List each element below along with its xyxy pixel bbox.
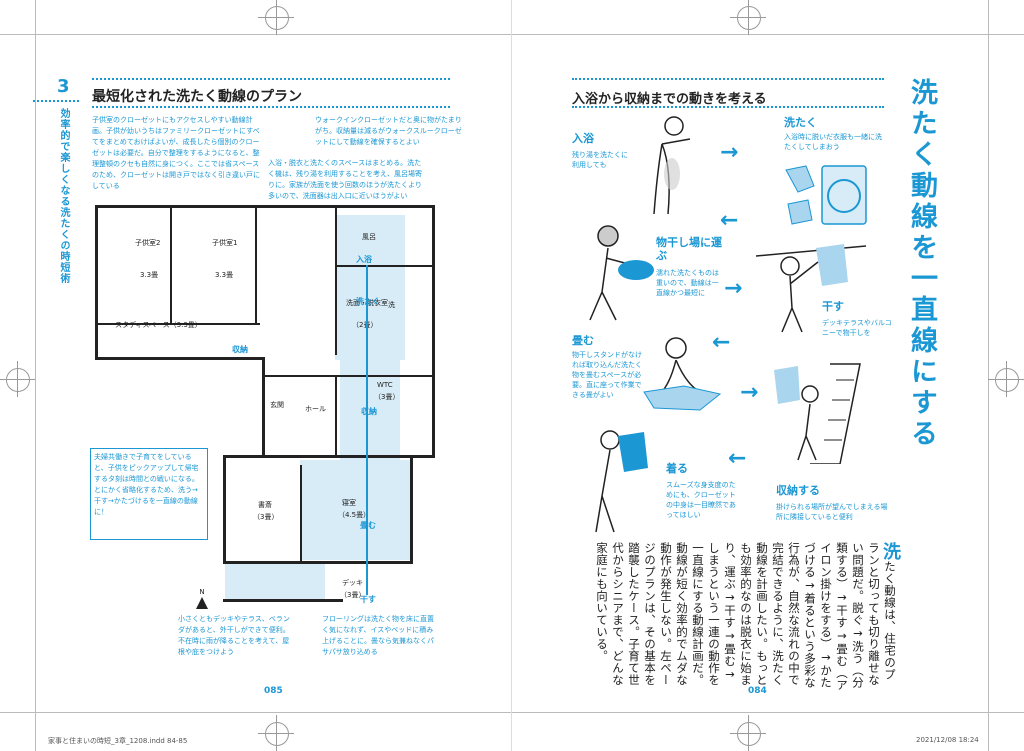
room-hall: ホール — [305, 405, 326, 413]
room-study-room-size: （3畳） — [253, 513, 279, 521]
section-title: 入浴から収納までの動きを考える — [572, 92, 767, 107]
arrow-left-icon: ← — [720, 208, 739, 233]
title-rule-bottom — [92, 106, 450, 108]
note-top-right: ウォークインクローゼットだと奥に物がたまりがち。収納量は減るがウォークスルークロ… — [315, 116, 462, 146]
crop-line-left — [35, 0, 36, 751]
crop-line-bottom — [0, 712, 1024, 713]
vertical-title: 洗たく動線を一直線にする — [906, 78, 937, 450]
step-title-shuno: 収納する — [776, 484, 820, 497]
storing-closet-illustration — [770, 360, 866, 465]
step-desc-kiru: スムーズな身支度のためにも、クローゼットの中身は一目瞭然であってほしい — [666, 481, 736, 519]
registration-mark — [258, 715, 294, 751]
flow-label-nyuyoku: 入浴 — [356, 255, 372, 264]
room-bath: 風呂 — [362, 233, 376, 241]
dressing-figure-illustration — [588, 426, 658, 536]
flow-label-tatamu: 畳む — [360, 521, 376, 530]
crop-line-top — [0, 34, 1024, 35]
step-title-nyuyoku: 入浴 — [572, 132, 594, 145]
flow-label-sentaku: 洗たく — [356, 297, 380, 306]
folding-clothes-illustration — [640, 334, 724, 414]
room-wtc-size: （3畳） — [374, 393, 400, 401]
body-text: たく動線は、住宅のプランと切っても切り離せない問題だ。脱ぐ→洗う（分類する）→干… — [595, 542, 897, 691]
room-deck: デッキ — [342, 579, 363, 587]
section-rule-bottom — [572, 106, 884, 108]
step-title-sentaku: 洗たく — [784, 116, 817, 129]
room-entrance: 玄関 — [270, 401, 284, 409]
note-bottom-right: フローリングは洗たく物を床に直置く気になれず、イスやベッドに積み上げることに。畳… — [322, 615, 434, 656]
body-drop-cap: 洗 — [880, 542, 901, 561]
carrying-basket-illustration — [576, 222, 656, 322]
registration-mark — [988, 361, 1024, 397]
north-mark: N — [196, 588, 208, 609]
washing-machine-illustration — [780, 160, 870, 230]
step-desc-shuno: 掛けられる場所が望んでしまえる場所に隣接していると便利 — [776, 503, 888, 521]
body-text-block: 洗たく動線は、住宅のプランと切っても切り離せない問題だ。脱ぐ→洗う（分類する）→… — [568, 542, 901, 692]
note-top-middle: 入浴・脱衣と洗たくのスペースはまとめる。洗たく機は、残り湯を利用することを考え、… — [268, 159, 422, 200]
step-desc-nyuyoku: 残り湯を洗たくに利用しても — [572, 151, 628, 169]
registration-mark — [0, 361, 35, 397]
arrow-left-icon: ← — [712, 330, 731, 355]
arrow-right-icon: → — [724, 276, 743, 301]
room-child1: 子供室1 — [212, 239, 238, 247]
section-rule-top — [572, 78, 884, 80]
footer-timestamp: 2021/12/08 18:24 — [916, 736, 979, 744]
chapter-side-title: 効率的で楽しくなる洗たくの時短術 — [58, 108, 69, 284]
step-title-kiru: 着る — [666, 462, 688, 475]
room-child1-size: 3.3畳 — [215, 271, 234, 279]
room-study-space: スタディスペース（3.3畳） — [115, 321, 202, 329]
registration-mark — [730, 715, 766, 751]
page-number-right: 084 — [748, 686, 767, 696]
hanging-laundry-illustration — [755, 226, 867, 336]
room-wtc: WTC — [377, 381, 393, 389]
step-desc-sentaku: 入浴時に脱いだ衣服も一緒に洗たくしてしまおう — [784, 133, 882, 151]
step-title-hakobu: 物干し場に運ぶ — [656, 236, 722, 262]
page-title: 最短化された洗たく動線のプラン — [92, 89, 302, 105]
room-bedroom: 寝室 — [342, 499, 356, 507]
flow-label-shuno2: 収納 — [361, 407, 377, 416]
bathing-figure-illustration — [632, 114, 702, 224]
footer-filename: 家事と住まいの時短_3章_1208.indd 84-85 — [48, 737, 188, 745]
room-senmen-size: （2畳） — [352, 321, 378, 329]
page-number-left: 085 — [264, 686, 283, 696]
chapter-number: 3 — [57, 76, 70, 97]
arrow-left-icon: ← — [728, 446, 747, 471]
title-rule-top — [92, 78, 450, 80]
step-title-hosu: 干す — [822, 300, 844, 313]
flow-label-hosu: 干す — [360, 595, 376, 604]
room-child2-size: 3.3畳 — [140, 271, 159, 279]
floor-plan — [95, 205, 435, 605]
registration-mark — [730, 0, 766, 35]
room-deck-size: （3畳） — [340, 591, 366, 599]
flow-path-line — [366, 265, 368, 595]
north-arrow-icon — [196, 597, 208, 609]
arrow-right-icon: → — [720, 140, 739, 165]
spine-line — [511, 0, 512, 751]
arrow-right-icon: → — [740, 380, 759, 405]
room-child2: 子供室2 — [135, 239, 161, 247]
north-mark-label: N — [199, 588, 205, 596]
room-study-room: 書斎 — [258, 501, 272, 509]
crop-line-right — [988, 0, 989, 751]
note-top-left: 子供室のクローゼットにもアクセスしやすい動線計画。子供が幼いうちはファミリークロ… — [92, 116, 260, 190]
step-title-tatamu: 畳む — [572, 334, 594, 347]
chapter-underline — [33, 100, 79, 102]
note-middle-left: 夫婦共働きで子育てをしていると、子供をピックアップして帰宅するタ刻は時間との戦い… — [90, 448, 208, 540]
note-bottom-left: 小さくともデッキやテラス、ベランダがあると、外干しができて便利。不在時に雨が降る… — [178, 615, 290, 656]
step-desc-hosu: デッキテラスやバルコニーで物干しを — [822, 319, 892, 337]
room-bedroom-size: （4.5畳） — [338, 511, 371, 519]
step-desc-hakobu: 濡れた洗たくものは重いので、動線は一直線かつ最短に — [656, 269, 719, 297]
room-wash: 洗 — [388, 301, 395, 309]
step-desc-tatamu: 物干しスタンドがなければ取り込んだ洗たく物を畳むスペースが必要。直に座って作業で… — [572, 351, 642, 399]
flow-label-shuno1: 収納 — [232, 345, 248, 354]
registration-mark — [258, 0, 294, 35]
